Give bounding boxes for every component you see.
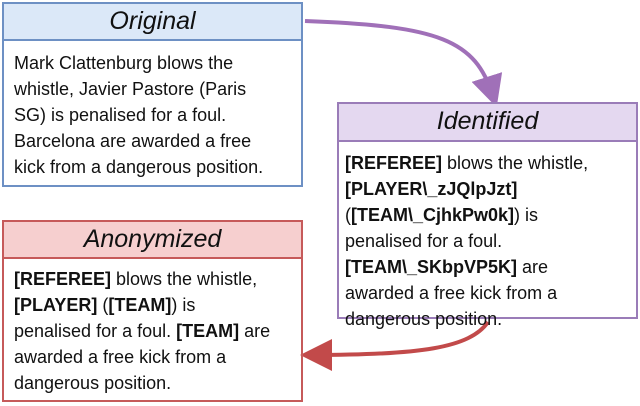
anonymized-text-span: ) is — [171, 295, 196, 315]
referee-tag: [REFEREE] — [345, 153, 443, 173]
anonymized-text-span: dangerous position. — [14, 373, 172, 393]
identified-title: Identified — [339, 104, 636, 142]
original-box: Original Mark Clattenburg blows the whis… — [2, 2, 303, 187]
identified-text-span: awarded a free kick from a — [345, 283, 558, 303]
original-text: Mark Clattenburg blows the whistle, Javi… — [4, 41, 301, 180]
identified-text-span: blows the whistle, — [442, 153, 589, 173]
anonymized-text-span: are — [239, 321, 271, 341]
player-tag: [PLAYER] — [14, 295, 98, 315]
original-line: SG) is penalised for a foul. — [14, 105, 227, 125]
arrow-original-to-identified — [304, 19, 503, 108]
team-tag: [TEAM\_SKbpVP5K] — [345, 257, 518, 277]
identified-text: [REFEREE] blows the whistle, [PLAYER\_zJ… — [339, 142, 636, 332]
arrow-identified-to-anonymized — [300, 320, 490, 371]
team-tag: [TEAM] — [176, 321, 240, 341]
identified-text-span: are — [517, 257, 549, 277]
original-line: Barcelona are awarded a free — [14, 131, 252, 151]
identified-text-span: ) is — [514, 205, 539, 225]
player-tag: [PLAYER\_zJQlpJzt] — [345, 179, 518, 199]
identified-text-span: penalised for a foul. — [345, 231, 503, 251]
anonymized-text-span: ( — [97, 295, 109, 315]
identified-text-span: dangerous position. — [345, 309, 503, 329]
identified-text-span: ( — [345, 205, 351, 225]
original-line: kick from a dangerous position. — [14, 157, 264, 177]
anonymized-text-span: penalised for a foul. — [14, 321, 177, 341]
anonymized-text-span: blows the whistle, — [111, 269, 258, 289]
original-title: Original — [4, 4, 301, 41]
team-tag: [TEAM] — [108, 295, 172, 315]
anonymized-title: Anonymized — [4, 222, 301, 259]
anonymized-box: Anonymized [REFEREE] blows the whistle, … — [2, 220, 303, 402]
anonymized-text-span: awarded a free kick from a — [14, 347, 227, 367]
original-line: Mark Clattenburg blows the — [14, 53, 234, 73]
team-tag: [TEAM\_CjhkPw0k] — [351, 205, 515, 225]
original-line: whistle, Javier Pastore (Paris — [14, 79, 247, 99]
identified-box: Identified [REFEREE] blows the whistle, … — [337, 102, 638, 329]
anonymized-text: [REFEREE] blows the whistle, [PLAYER] ([… — [4, 259, 301, 396]
referee-tag: [REFEREE] — [14, 269, 112, 289]
